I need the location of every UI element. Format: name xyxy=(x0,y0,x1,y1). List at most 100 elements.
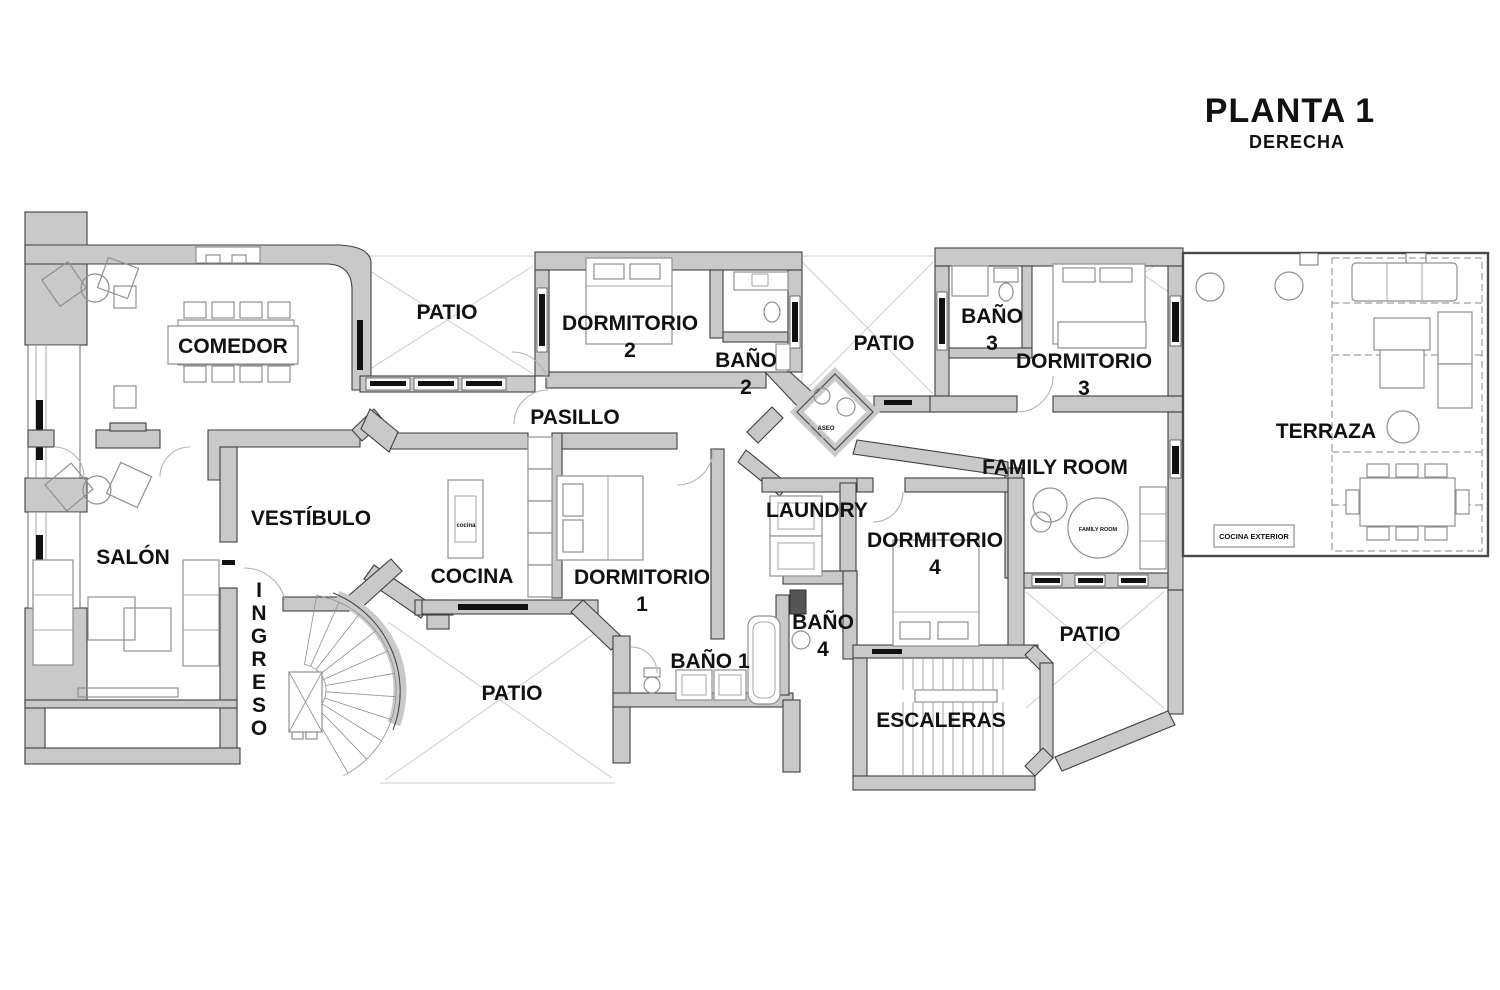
room-label-salon: SALÓN xyxy=(96,545,170,569)
media-console xyxy=(77,687,179,698)
bed-dormitorio-1 xyxy=(556,475,644,561)
room-label-ingreso-letter: R xyxy=(251,648,266,671)
room-label-dormitorio-2: DORMITORIO xyxy=(562,312,698,335)
terraza-dining-table xyxy=(1359,477,1456,527)
staircase xyxy=(902,658,1004,776)
sink xyxy=(775,343,791,371)
small-label-family-table: FAMILY ROOM xyxy=(1079,527,1118,533)
room-label-bano-2: BAÑO xyxy=(715,349,777,372)
sofa xyxy=(32,559,74,666)
room-label-ingreso-letter: G xyxy=(251,625,267,648)
kitchen-island xyxy=(447,479,484,559)
room-label-patio-top: PATIO xyxy=(416,301,477,324)
room-label-dormitorio-3: DORMITORIO xyxy=(1016,350,1152,373)
plan-title: PLANTA 1 xyxy=(1205,92,1375,130)
room-label-pasillo: PASILLO xyxy=(530,406,619,429)
bano3-fixtures xyxy=(951,265,1019,302)
furniture xyxy=(32,246,1167,776)
closet-cell xyxy=(527,468,553,502)
family-room-furniture xyxy=(1030,486,1167,570)
bed-dormitorio-4 xyxy=(892,539,980,647)
room-label-terraza: TERRAZA xyxy=(1276,420,1376,443)
closet-cell xyxy=(527,436,553,470)
bed-dormitorio-2 xyxy=(585,257,673,345)
room-label-escaleras: ESCALERAS xyxy=(876,709,1006,732)
bathtub xyxy=(747,615,781,705)
terraza-side-table xyxy=(1386,410,1420,444)
comedor-label-box xyxy=(167,325,299,365)
bookshelf xyxy=(1139,486,1167,570)
toilet xyxy=(789,589,807,615)
closet-cell xyxy=(527,564,553,598)
spiral-staircase xyxy=(304,595,397,776)
armchair-set xyxy=(40,256,140,308)
toilet xyxy=(643,667,661,678)
room-label-ingreso-letter: O xyxy=(251,717,267,740)
room-label-family-room: FAMILY ROOM xyxy=(982,456,1128,479)
terraza-outline xyxy=(1181,251,1490,558)
terraza-armchair xyxy=(1373,317,1431,351)
room-label-dormitorio-3-number: 3 xyxy=(1078,377,1090,400)
room-label-bano-4: BAÑO xyxy=(792,611,854,634)
room-label-patio-bottom: PATIO xyxy=(481,682,542,705)
coffee-table xyxy=(123,607,172,652)
bed-dormitorio-3 xyxy=(1052,263,1147,349)
aseo-toilet xyxy=(836,397,856,417)
room-label-patio-mid: PATIO xyxy=(853,332,914,355)
sink xyxy=(791,630,811,650)
toilet xyxy=(763,301,781,323)
sofa xyxy=(182,559,220,667)
small-label-cocina-island: cocina xyxy=(456,523,476,529)
room-label-laundry: LAUNDRY xyxy=(766,499,868,522)
pergola-grid xyxy=(1331,257,1483,552)
terraza-column xyxy=(1195,272,1225,302)
radiator xyxy=(113,385,137,409)
terraza-chaise xyxy=(1437,311,1473,365)
bano2-fixtures xyxy=(733,271,791,371)
room-label-dormitorio-4-number: 4 xyxy=(929,556,941,579)
room-label-dormitorio-1-number: 1 xyxy=(636,593,648,616)
salon-furniture xyxy=(32,461,220,698)
toilet xyxy=(998,282,1014,302)
room-label-bano-1: BAÑO 1 xyxy=(670,650,750,673)
cocina-exterior-box xyxy=(1213,524,1295,548)
room-label-bano-4-number: 4 xyxy=(817,638,829,661)
terraza-area xyxy=(1181,251,1490,558)
doors xyxy=(53,351,1054,674)
room-label-comedor: COMEDOR xyxy=(178,335,288,358)
room-label-ingreso-letter: S xyxy=(252,694,266,717)
room-label-ingreso-letter: E xyxy=(252,671,266,694)
small-label-aseo: ASEO xyxy=(817,426,834,432)
bed-bench xyxy=(1057,321,1147,349)
room-label-bano-2-number: 2 xyxy=(740,376,752,399)
room-label-ingreso-letter: N xyxy=(251,602,266,625)
cocina-furniture xyxy=(447,436,553,598)
plan-subtitle: DERECHA xyxy=(1249,132,1345,152)
closet-cell xyxy=(527,532,553,566)
round-table xyxy=(1067,497,1129,559)
coffee-table xyxy=(87,596,136,641)
room-label-dormitorio-4: DORMITORIO xyxy=(867,529,1003,552)
stair-rail xyxy=(914,689,998,703)
sink xyxy=(675,669,713,701)
shower xyxy=(951,265,989,297)
room-label-bano-3: BAÑO xyxy=(961,305,1023,328)
sink xyxy=(993,267,1019,283)
terraza-sofa xyxy=(1351,262,1458,302)
terraza-column xyxy=(1274,271,1304,301)
comedor-furniture xyxy=(40,246,299,409)
bano4-fixtures xyxy=(789,589,811,650)
room-label-cocina: COCINA xyxy=(431,565,514,588)
room-label-patio-right: PATIO xyxy=(1059,623,1120,646)
aseo-room xyxy=(789,366,881,458)
stair-platform xyxy=(288,671,323,740)
room-label-vestibulo: VESTÍBULO xyxy=(251,507,371,530)
laundry-machines xyxy=(769,495,823,577)
room-label-ingreso-letter: I xyxy=(256,579,262,602)
aseo-sink xyxy=(813,387,831,405)
closet-cell xyxy=(527,500,553,534)
small-label-cocina-exterior: COCINA EXTERIOR xyxy=(1219,532,1289,541)
